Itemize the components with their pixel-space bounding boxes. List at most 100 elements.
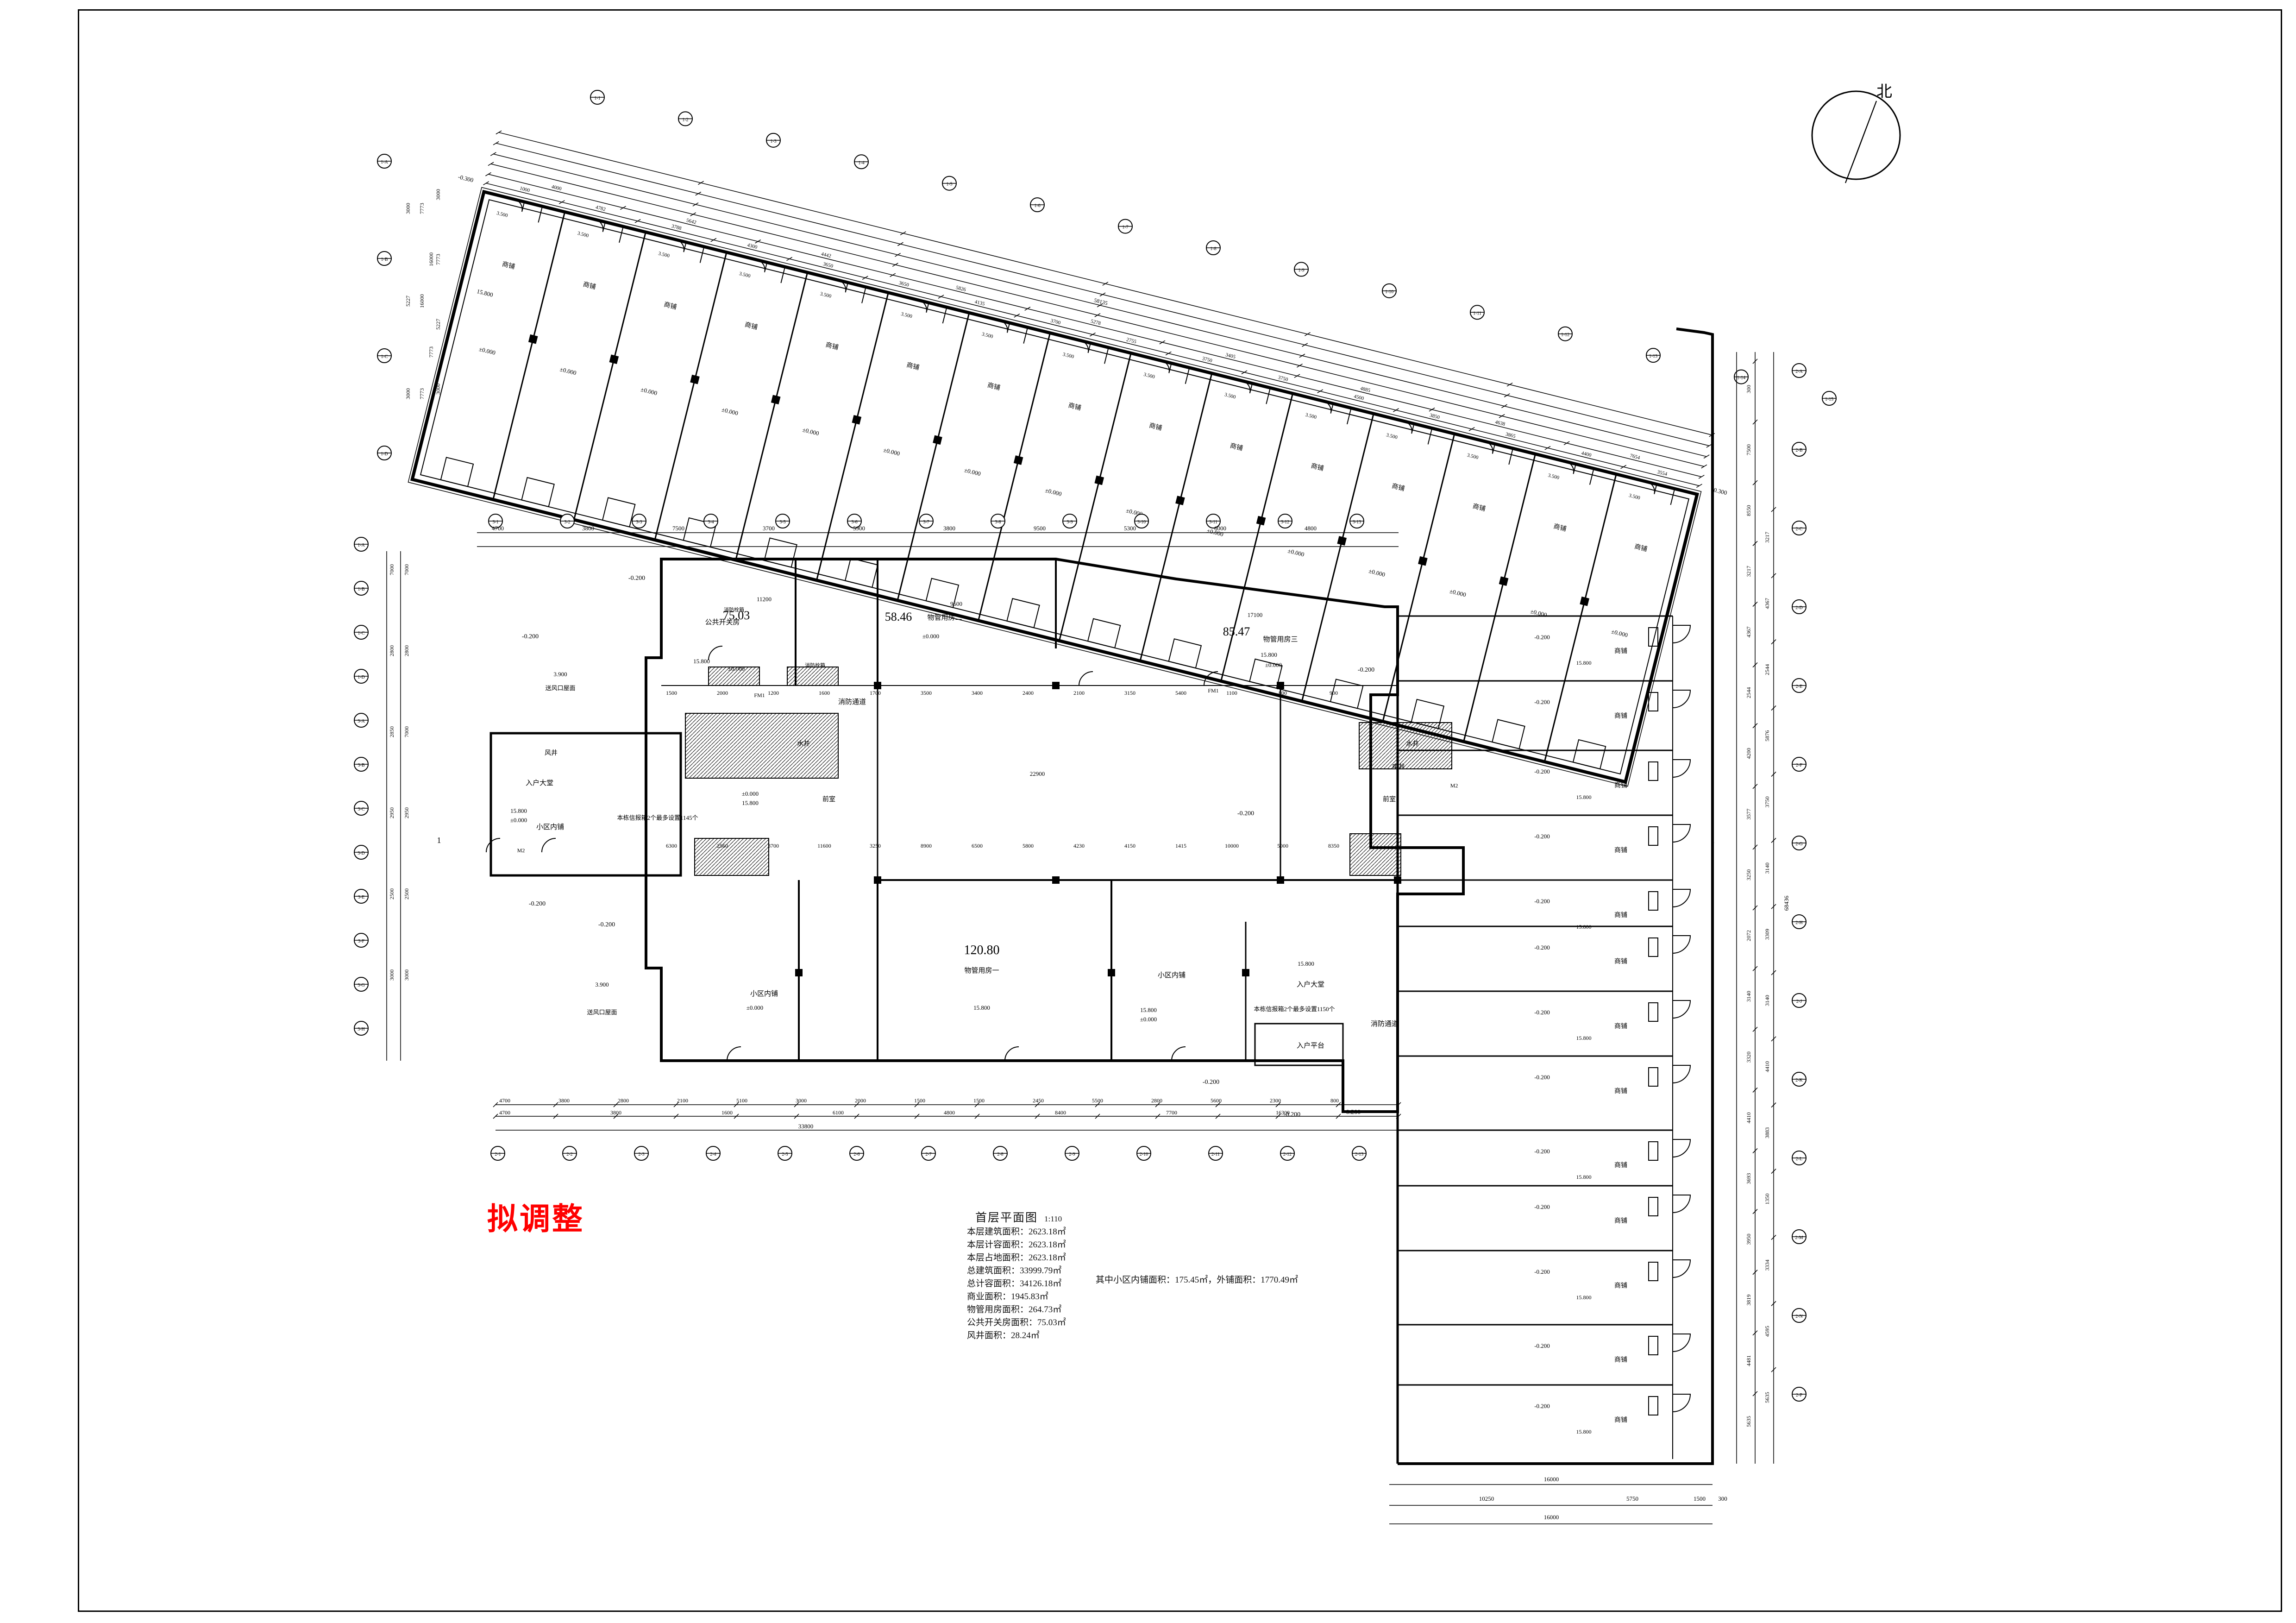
dim-label: 7000	[403, 726, 410, 737]
grid-bubble-label: 3-E	[358, 895, 364, 900]
dim-label: 10000	[1225, 843, 1239, 849]
shop-level-label: 3.500	[658, 251, 670, 259]
shop-label: 商铺	[501, 260, 515, 270]
dim-label: 4230	[1073, 843, 1085, 849]
dim-label: 3000	[796, 1097, 807, 1104]
floor-level-label: ±0.000	[478, 346, 496, 356]
floor-level-label: ±0.000	[1044, 487, 1062, 497]
door-swing	[727, 1046, 741, 1061]
dim-tick	[1563, 441, 1570, 446]
dim-tick	[485, 172, 491, 176]
dim-tick	[1317, 389, 1324, 393]
floor-level-label: ±0.000	[964, 466, 982, 477]
room-label: 入户平台	[1297, 1042, 1324, 1050]
dim-tick	[1752, 844, 1758, 850]
grid-bubble-label: 2-1	[495, 1152, 501, 1157]
dim-label: 1500	[666, 690, 677, 696]
grid-bubble-mid: 3-3	[632, 514, 646, 528]
drawing-scale: 1:110	[1044, 1214, 1062, 1223]
dim-label: 3000	[435, 384, 441, 395]
dim-tick	[1090, 332, 1096, 337]
dim-label: 4300	[747, 242, 758, 250]
east-door	[1672, 1139, 1691, 1157]
structural-column	[1052, 682, 1060, 689]
mailbox-label: 本栋信报箱2个最多设置1145个	[617, 814, 698, 821]
dim-tick	[1095, 1102, 1100, 1107]
level-label: 15.800	[693, 658, 710, 665]
grid-bubble-left: 1-D	[354, 669, 369, 684]
level-label: ±0.000	[1140, 1016, 1157, 1023]
dim-tick	[1771, 507, 1776, 512]
level-label: -0.200	[1237, 810, 1254, 817]
dim-label: 7773	[428, 346, 434, 358]
grid-bubble-label: 1-C	[381, 354, 388, 359]
dim-label: 8900	[921, 843, 932, 849]
north-wing-partition	[492, 212, 566, 500]
grid-bubble-label: 1-A	[381, 160, 388, 165]
north-wing-toilet	[764, 537, 797, 568]
shop-level-label: 3.500	[1143, 372, 1155, 380]
area-stat: 本层计容面积：2623.18㎡	[967, 1240, 1066, 1250]
dim-tick	[862, 276, 868, 280]
door-swing	[1004, 1046, 1019, 1061]
room-label: 水井	[1406, 740, 1419, 748]
room-label: 小区内铺	[750, 990, 778, 998]
north-wing-column	[933, 435, 942, 445]
grid-bubble-left-upper: 1-B	[377, 251, 392, 266]
east-door	[1672, 935, 1691, 954]
grid-bubble-label: 3-A	[358, 719, 365, 724]
dim-tick	[695, 191, 702, 196]
dim-tick	[895, 252, 901, 257]
dim-tick	[1215, 1113, 1221, 1119]
dim-label: 11600	[817, 843, 831, 849]
level-label: 15.800	[1576, 924, 1592, 930]
east-window	[1648, 1396, 1658, 1415]
room-label: 送风口屋面	[587, 1009, 617, 1016]
grid-bubble-left: 1-A	[354, 537, 369, 552]
dim-label: 16000	[428, 252, 434, 266]
dim-label: 5100	[736, 1097, 747, 1104]
grid-bubble-label: 1-A	[358, 543, 365, 548]
grid-bubble-mid: 3-2	[560, 514, 575, 528]
dim-label: 2000	[855, 1097, 866, 1104]
east-window	[1648, 627, 1658, 647]
east-door	[1672, 690, 1691, 708]
room-label: 小区内铺	[536, 823, 564, 831]
grid-bubble-label: 2-13	[1355, 1152, 1363, 1157]
floor-level-label: ±0.000	[559, 365, 577, 376]
north-wing-door	[1566, 461, 1576, 474]
north-wing-toilet	[1168, 638, 1202, 669]
level-label: ±0.000	[742, 790, 759, 797]
shop-label: 商铺	[1614, 958, 1627, 965]
dim-tick	[1752, 541, 1758, 546]
dim-label: 3950	[1745, 1234, 1752, 1245]
grid-bubble-label: 2-P	[1796, 1393, 1802, 1398]
grid-bubble-label: 3-13	[1353, 520, 1361, 525]
dim-label: 4800	[944, 1109, 955, 1116]
shop-level-label: 3.500	[496, 210, 508, 219]
grid-bubble-label: 3-11	[1209, 520, 1217, 525]
dim-tick	[1752, 1087, 1758, 1093]
dim-tick	[553, 1102, 558, 1107]
grid-bubble-label: 3-B	[358, 763, 365, 768]
dim-label: 6000	[1214, 525, 1226, 532]
level-label: 15.800	[1576, 1174, 1592, 1180]
grid-bubble-label: 3-1	[492, 520, 498, 525]
grid-bubble-top: 1-1	[590, 90, 605, 105]
level-label: 15.800	[1140, 1007, 1157, 1013]
north-wing-partition	[897, 312, 970, 601]
grid-bubble-label: 1-15	[1825, 397, 1833, 402]
stair-core-east-2	[1349, 833, 1401, 876]
north-wing-door	[676, 239, 687, 252]
dim-label: 11200	[757, 596, 772, 603]
dim-tick	[974, 1113, 980, 1119]
grid-bubble-right: 2-D	[1792, 599, 1807, 614]
dim-label: 4000	[551, 184, 563, 192]
dim-label: 3883	[1764, 1127, 1770, 1139]
dim-label: 4481	[1745, 1355, 1752, 1366]
grid-bubble-label: 3-5	[779, 520, 785, 525]
dim-label: 3334	[1764, 1259, 1770, 1271]
level-label: -0.200	[1534, 768, 1550, 775]
dim-label: 7773	[419, 203, 425, 214]
dim-label: 3700	[1050, 318, 1061, 326]
